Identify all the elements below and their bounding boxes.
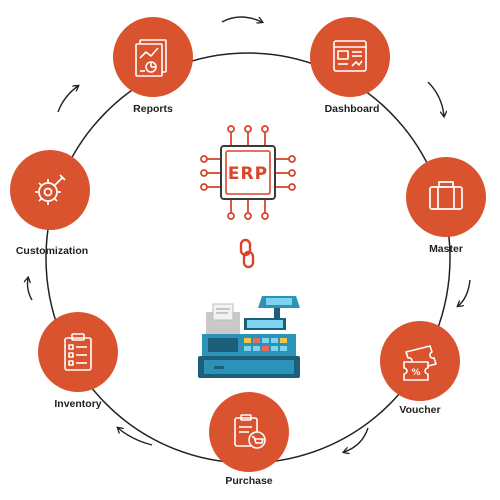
arrow-master-to-voucher bbox=[458, 279, 471, 306]
arrow-purchase-to-inventory bbox=[118, 428, 153, 446]
keypad-keys bbox=[244, 338, 287, 351]
chain-link-icon bbox=[239, 238, 255, 269]
node-reports: Reports bbox=[113, 17, 193, 115]
node-master: Master bbox=[406, 157, 486, 255]
node-label: Dashboard bbox=[325, 103, 380, 115]
arrow-reports-to-dashboard bbox=[221, 16, 262, 22]
node-label: Reports bbox=[133, 103, 173, 115]
svg-text:%: % bbox=[411, 368, 420, 378]
node-label: Master bbox=[429, 243, 463, 255]
briefcase-icon bbox=[429, 181, 463, 210]
node-label: Inventory bbox=[54, 398, 101, 410]
node-inventory: Inventory bbox=[38, 312, 118, 410]
node-label: Voucher bbox=[399, 404, 440, 416]
arrow-voucher-to-purchase bbox=[344, 427, 369, 452]
node-customization: Customization bbox=[10, 150, 90, 257]
clipboard-cart-icon bbox=[234, 414, 266, 449]
node-voucher: % Voucher bbox=[380, 321, 460, 416]
cash-register-icon bbox=[198, 296, 300, 378]
node-circle bbox=[38, 312, 118, 392]
arrow-inventory-to-customization bbox=[28, 278, 33, 301]
processor-chip-icon bbox=[200, 125, 296, 220]
node-circle bbox=[406, 157, 486, 237]
voucher-ticket-icon: % bbox=[403, 345, 437, 381]
node-circle bbox=[380, 321, 460, 401]
node-dashboard: Dashboard bbox=[310, 17, 390, 115]
node-circle bbox=[310, 17, 390, 97]
node-label: Customization bbox=[16, 245, 88, 257]
gear-wrench-icon bbox=[35, 174, 66, 205]
report-chart-icon bbox=[135, 39, 167, 77]
node-label: Purchase bbox=[225, 475, 272, 487]
dashboard-icon bbox=[333, 40, 367, 72]
arrow-dashboard-to-master bbox=[427, 81, 444, 116]
chip-label: ERP bbox=[228, 164, 268, 184]
node-purchase: Purchase bbox=[209, 392, 289, 487]
arrow-customization-to-reports bbox=[57, 86, 78, 113]
flow-arrows bbox=[28, 16, 471, 452]
checklist-clipboard-icon bbox=[64, 333, 92, 371]
